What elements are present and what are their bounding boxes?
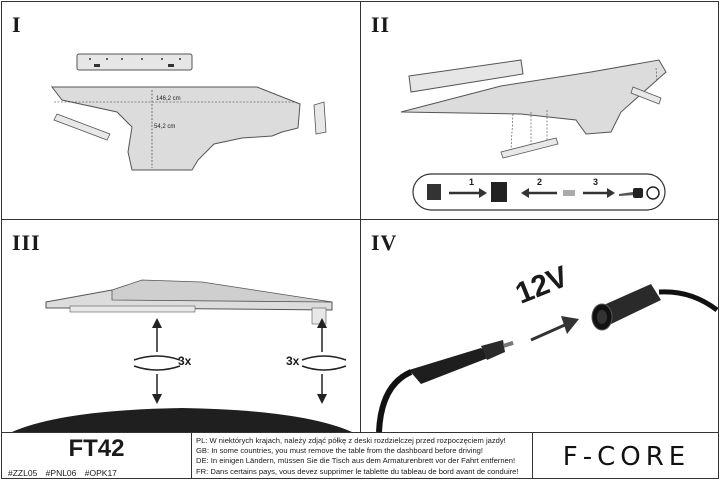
- step-numeral: I: [12, 12, 22, 37]
- model-box: FT42 #ZZL05 #PNL06 #OPK17: [2, 433, 192, 478]
- footer: FT42 #ZZL05 #PNL06 #OPK17 PL: W niektóry…: [2, 432, 718, 478]
- dimension-height-label: 54,2 cm: [154, 124, 176, 130]
- step-label: 1: [469, 177, 475, 187]
- model-code: FT42: [68, 435, 125, 462]
- notice-pl: PL: W niektórych krajach, należy zdjąć p…: [196, 436, 506, 445]
- panel-step-3: III 3x 3x: [2, 220, 361, 432]
- installation-drawing: [12, 279, 352, 432]
- panel-step-2: II: [361, 2, 718, 220]
- step-numeral: III: [12, 230, 41, 255]
- step-numeral: IV: [371, 230, 398, 255]
- mounting-drawing: [400, 59, 667, 211]
- table-dimensions-drawing: [50, 53, 327, 171]
- repeat-count-left: 3x: [178, 354, 192, 368]
- tag-list: #ZZL05 #PNL06 #OPK17: [8, 468, 123, 478]
- tag: #ZZL05: [8, 468, 38, 478]
- step-label: 3: [593, 177, 599, 187]
- step-numeral: II: [371, 12, 391, 37]
- brand-logo: F-CORE: [532, 433, 718, 478]
- step-label: 2: [537, 177, 543, 187]
- panel-step-1: I 146,2 cm 54,2 cm: [2, 2, 361, 220]
- notice-fr: FR: Dans certains pays, vous devez suppr…: [196, 466, 519, 476]
- notice-de: DE: In einigen Ländern, müssen Sie die T…: [196, 456, 516, 466]
- safety-notices: PL: W niektórych krajach, należy zdjąć p…: [196, 436, 532, 477]
- notice-gb: GB: In some countries, you must remove t…: [196, 446, 484, 456]
- tag: #PNL06: [45, 468, 77, 478]
- panel-step-4: IV 12V: [361, 220, 718, 432]
- repeat-count-right: 3x: [286, 354, 300, 368]
- tag: #OPK17: [84, 468, 117, 478]
- power-connection-drawing: [376, 284, 718, 432]
- brand-name: F-CORE: [562, 442, 691, 472]
- dimension-width-label: 146,2 cm: [156, 96, 181, 102]
